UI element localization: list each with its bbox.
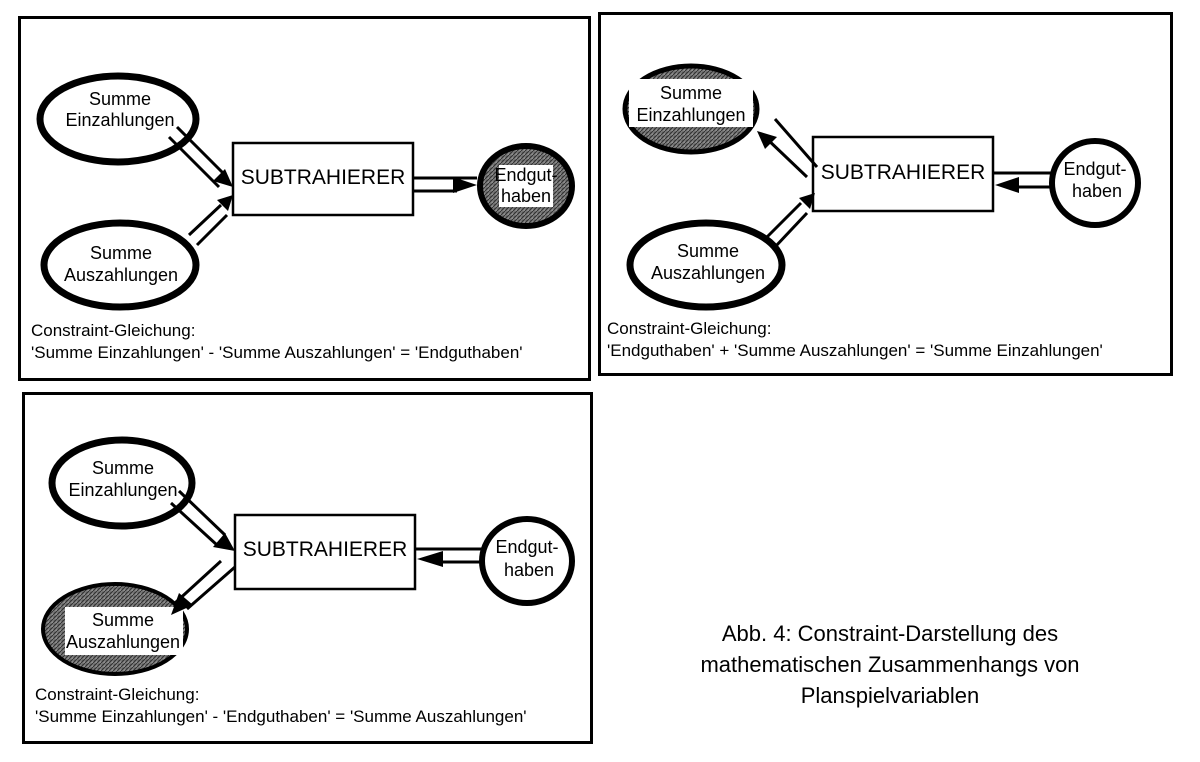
subtrahierer-label: SUBTRAHIERER (243, 538, 408, 561)
constraint-panel-2: Summe Einzahlungen Summe Auszahlungen En… (598, 12, 1173, 376)
figure-caption: Abb. 4: Constraint-Darstellung des mathe… (640, 618, 1140, 711)
node-label-line2: Einzahlungen (636, 105, 745, 125)
constraint-panel-1: Summe Einzahlungen Summe Auszahlungen En… (18, 16, 591, 381)
connector-box-to-einzahlungen (757, 118, 819, 179)
node-summe-auszahlungen: Summe Auszahlungen (40, 219, 200, 311)
node-summe-einzahlungen: Summe Einzahlungen (48, 436, 196, 530)
subtrahierer-box: SUBTRAHIERER (231, 141, 415, 217)
subtrahierer-label: SUBTRAHIERER (241, 166, 406, 189)
node-endguthaben: Endgut- haben (479, 516, 575, 606)
node-endguthaben-computed: Endgut- haben (477, 143, 575, 229)
node-label-line2: haben (1072, 181, 1122, 201)
node-label-line1: Endgut- (494, 165, 557, 185)
connector-einzahlungen-to-box (167, 125, 233, 189)
node-label-line1: Summe (92, 610, 154, 630)
caption-line-1: Abb. 4: Constraint-Darstellung des (721, 621, 1059, 646)
constraint-diagram-1: Summe Einzahlungen Summe Auszahlungen En… (36, 72, 575, 311)
node-label-line2: Auszahlungen (64, 265, 178, 285)
node-label-line1: Summe (90, 243, 152, 263)
node-label-line1: Summe (677, 241, 739, 261)
node-summe-einzahlungen: Summe Einzahlungen (36, 72, 200, 166)
caption-line-3: Planspielvariablen (800, 683, 980, 708)
constraint-panel-3: Summe Einzahlungen Summe Auszahlungen En… (22, 392, 593, 744)
subtrahierer-box: SUBTRAHIERER (811, 135, 995, 213)
constraint-equation: 'Endguthaben' + 'Summe Auszahlungen' = '… (607, 341, 1103, 360)
connector-auszahlungen-to-box (187, 195, 233, 247)
subtrahierer-label: SUBTRAHIERER (821, 161, 986, 184)
connector-box-to-endguthaben (413, 176, 477, 193)
node-label-line2: haben (501, 186, 551, 206)
node-label-line1: Endgut- (495, 537, 558, 557)
node-label-line1: Summe (92, 458, 154, 478)
node-label-line1: Summe (660, 83, 722, 103)
node-summe-auszahlungen: Summe Auszahlungen (626, 219, 786, 311)
node-label-line2: Auszahlungen (651, 263, 765, 283)
connector-box-to-auszahlungen (171, 559, 236, 615)
constraint-title: Constraint-Gleichung: (35, 685, 200, 704)
node-label-line1: Endgut- (1063, 159, 1126, 179)
node-summe-auszahlungen-computed: Summe Auszahlungen (41, 582, 189, 676)
node-label-line1: Summe (89, 89, 151, 109)
connector-einzahlungen-to-box (169, 489, 235, 551)
subtrahierer-box: SUBTRAHIERER (233, 513, 417, 591)
constraint-title: Constraint-Gleichung: (31, 321, 196, 340)
node-endguthaben: Endgut- haben (1049, 138, 1141, 228)
caption-line-2: mathematischen Zusammenhangs von (700, 652, 1080, 677)
constraint-equation: 'Summe Einzahlungen' - 'Endguthaben' = '… (35, 707, 527, 726)
node-label-line2: haben (504, 560, 554, 580)
node-label-line2: Einzahlungen (65, 110, 174, 130)
constraint-title: Constraint-Gleichung: (607, 319, 772, 338)
node-summe-einzahlungen-computed: Summe Einzahlungen (622, 63, 760, 155)
connector-auszahlungen-to-box (765, 193, 815, 249)
connector-endguthaben-to-box (415, 547, 483, 567)
constraint-equation: 'Summe Einzahlungen' - 'Summe Auszahlung… (31, 343, 523, 362)
constraint-diagram-3: Summe Einzahlungen Summe Auszahlungen En… (41, 436, 575, 676)
node-label-line2: Auszahlungen (66, 632, 180, 652)
constraint-diagram-2: Summe Einzahlungen Summe Auszahlungen En… (622, 63, 1141, 311)
connector-endguthaben-to-box (993, 171, 1051, 193)
node-label-line2: Einzahlungen (68, 480, 177, 500)
